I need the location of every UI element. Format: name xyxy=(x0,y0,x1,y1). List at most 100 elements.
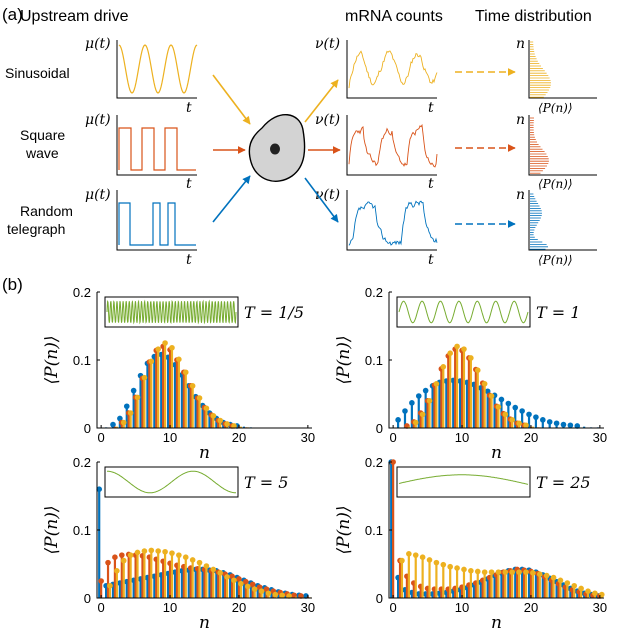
mu-label-2: μ(t) xyxy=(85,112,111,128)
x-tick-label: 30 xyxy=(301,600,315,615)
stem-marker xyxy=(119,552,125,558)
x-tick-label: 0 xyxy=(98,430,105,445)
x-axis-label: n xyxy=(199,613,210,632)
y-tick-label: 0.2 xyxy=(73,455,91,470)
stem-marker xyxy=(571,582,578,589)
x-tick-label: 10 xyxy=(163,600,177,615)
stem-marker xyxy=(557,577,564,584)
x-tick-label: 20 xyxy=(524,600,538,615)
y-axis-label: ⟨P(n)⟩ xyxy=(42,336,62,385)
stem-marker xyxy=(516,420,522,427)
stem-marker xyxy=(519,408,525,414)
stem-marker xyxy=(433,381,440,387)
stem-marker xyxy=(498,396,505,403)
stem-marker xyxy=(196,395,203,401)
stem-marker xyxy=(231,577,237,584)
stem-marker xyxy=(105,559,111,566)
y-tick-label: 0.1 xyxy=(73,523,91,538)
stem-marker xyxy=(189,557,196,563)
stem-marker xyxy=(533,414,539,420)
stem-marker xyxy=(509,569,516,575)
y-tick-label: 0.1 xyxy=(73,353,91,368)
stem-marker xyxy=(130,387,137,394)
t-label-4: t xyxy=(428,100,434,116)
stem-marker xyxy=(98,578,104,584)
mu-label-1: μ(t) xyxy=(85,36,111,52)
stem-marker xyxy=(578,585,584,592)
y-tick-label: 0.2 xyxy=(73,285,91,300)
stem-marker xyxy=(540,417,546,423)
stem-marker xyxy=(127,410,134,416)
stem-marker xyxy=(415,393,422,399)
row-label-sinusoidal: Sinusoidal xyxy=(5,65,70,81)
stem-marker xyxy=(454,565,460,571)
x-tick-label: 0 xyxy=(390,600,397,615)
t-label-5: t xyxy=(428,176,434,192)
stem-marker xyxy=(182,554,189,560)
drive-signal-telegraph xyxy=(118,202,196,246)
header-upstream-drive: Upstream drive xyxy=(20,8,129,25)
chart-title: T = 5 xyxy=(244,473,288,492)
stem-marker xyxy=(461,566,467,573)
stem-marker xyxy=(251,586,258,592)
stem-marker xyxy=(141,548,148,554)
arrow-telegraph-out xyxy=(304,177,339,223)
stem-marker xyxy=(395,417,401,423)
stem-marker xyxy=(574,423,581,429)
stem-marker xyxy=(134,394,141,401)
stem-marker xyxy=(231,423,237,429)
stem-marker xyxy=(123,403,130,410)
stem-marker xyxy=(546,419,553,425)
x-axis-label: n xyxy=(199,443,210,463)
stem-marker xyxy=(536,571,543,577)
stem-marker xyxy=(107,582,113,589)
stem-marker xyxy=(127,552,134,558)
stem-marker xyxy=(406,551,412,557)
stem-marker xyxy=(203,563,210,569)
stem-marker xyxy=(390,459,396,465)
mrna-trace-telegraph xyxy=(348,200,438,246)
t-label-3: t xyxy=(186,252,192,268)
stem-marker xyxy=(189,383,196,389)
nu-label-1: ν(t) xyxy=(315,36,340,52)
stem-marker xyxy=(495,569,502,575)
stem-marker xyxy=(447,563,453,570)
panel-b-label: (b) xyxy=(2,275,23,294)
stem-marker xyxy=(120,557,127,564)
nu-label-2: ν(t) xyxy=(315,112,340,128)
n-label-2: n xyxy=(516,112,525,128)
x-tick-label: 10 xyxy=(455,430,469,445)
stem-marker xyxy=(495,404,502,410)
stem-marker xyxy=(585,588,591,594)
x-tick-label: 10 xyxy=(163,430,177,445)
stem-marker xyxy=(419,411,426,418)
stem-marker xyxy=(148,547,155,554)
row-label-square-2: wave xyxy=(25,145,59,161)
stem-marker xyxy=(238,580,244,587)
stem-marker xyxy=(409,400,415,406)
inset-signal xyxy=(398,300,529,324)
arrow-sinusoidal-in xyxy=(212,74,251,125)
mrna-trace-square xyxy=(348,123,438,168)
stem-marker xyxy=(422,387,429,394)
y-tick-label: 0.1 xyxy=(365,353,383,368)
stem-marker xyxy=(279,592,286,599)
x-tick-label: 0 xyxy=(98,600,105,615)
stem-marker xyxy=(426,557,433,563)
stem-marker xyxy=(217,570,224,576)
inset-signal xyxy=(107,470,236,494)
stem-marker xyxy=(567,422,574,429)
stem-marker xyxy=(402,408,408,414)
stem-marker xyxy=(440,364,447,370)
x-tick-label: 30 xyxy=(301,430,315,445)
stem-marker xyxy=(155,548,161,554)
stem-marker xyxy=(182,369,189,376)
row-label-square-1: Square xyxy=(20,127,65,143)
y-tick-label: 0 xyxy=(84,421,91,436)
panel-a-label: (a) xyxy=(2,5,23,24)
x-tick-label: 20 xyxy=(232,430,246,445)
time-distribution-square xyxy=(530,117,549,174)
stem-marker xyxy=(488,393,495,399)
